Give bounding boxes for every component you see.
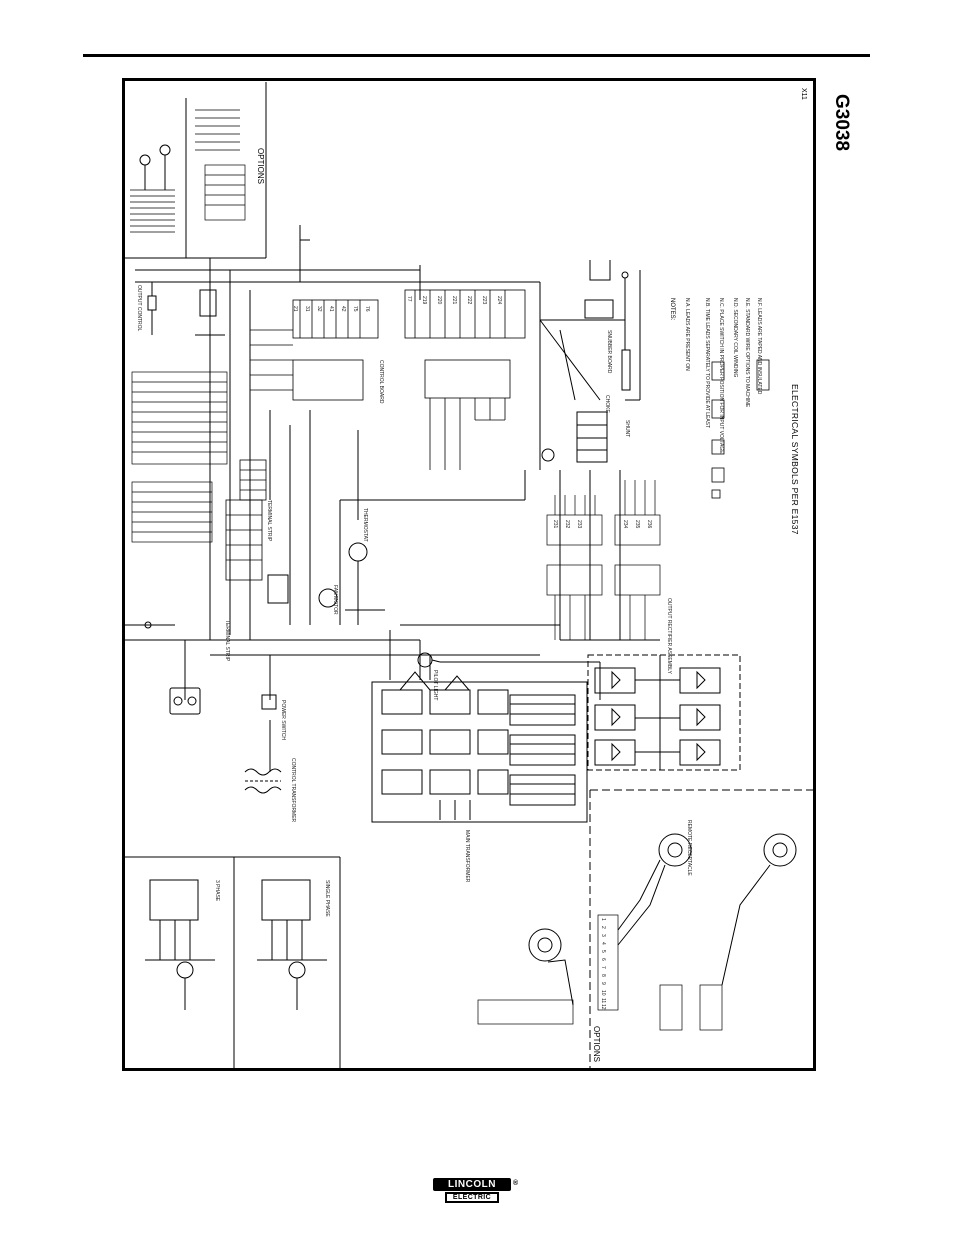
options-label-upper: OPTIONS: [256, 148, 265, 185]
label-output-control: OUTPUT CONTROL: [136, 285, 142, 332]
label-terminal-strip-2: TERMINAL STRIP: [224, 620, 230, 662]
wire-number: 219: [421, 296, 427, 305]
logo-line-electric: ELECTRIC: [445, 1192, 499, 1203]
wire-number: 236: [646, 520, 652, 529]
wire-number: 234: [622, 520, 628, 529]
wire-number: 222: [466, 296, 472, 305]
pin-number: 10: [600, 990, 606, 996]
wire-number: 41: [328, 306, 334, 312]
label-snubber-board: SNUBBER BOARD: [606, 330, 612, 374]
control-board: [250, 289, 526, 470]
wire-number: 223: [481, 296, 487, 305]
pin-number: 3: [600, 934, 606, 937]
terminal-strips: [225, 459, 267, 581]
logo-registered-mark: ®: [513, 1180, 519, 1187]
pin-number: 8: [600, 974, 606, 977]
label-shunt: SHUNT: [624, 420, 630, 438]
control-transformer: [244, 760, 282, 794]
note-b: N.B. TIME LEADS SEPARATELY TO PROVIDE AT…: [704, 298, 710, 429]
wire-number: 221: [451, 296, 457, 305]
upper-options-region: [125, 82, 267, 259]
wire-number: 224: [496, 296, 502, 305]
drawing-number: G3038: [831, 94, 852, 152]
wire-number: 32: [316, 306, 322, 312]
label-pilot-light: PILOT LIGHT: [432, 670, 438, 701]
pin-number: 6: [600, 958, 606, 961]
pin-number: 5: [600, 950, 606, 953]
electrical-symbols-note: ELECTRICAL SYMBOLS PER E1537: [790, 384, 800, 535]
lincoln-electric-logo: LINCOLN ® ELECTRIC: [433, 1178, 523, 1206]
label-terminal-strip: TERMINAL STRIP: [266, 500, 272, 542]
label-fan-motor: FAN MOTOR: [332, 585, 338, 615]
pin-number: 11: [600, 998, 606, 1004]
connector-keys: [711, 359, 770, 499]
wire-number: 77: [406, 296, 412, 302]
pin-number: 7: [600, 966, 606, 969]
wire-number: 233: [576, 520, 582, 529]
pilot-light: [417, 652, 441, 668]
wire-number: 42: [340, 306, 346, 312]
wire-number: 235: [634, 520, 640, 529]
label-control-transformer: CONTROL TRANSFORMER: [290, 758, 296, 823]
diagram-frame: [122, 78, 816, 1071]
label-power-switch: POWER SWITCH: [280, 700, 286, 740]
note-f: N.F. LEADS ARE TAPED AND INSULATED: [756, 298, 762, 395]
revision-code: X11: [800, 88, 807, 100]
output-rectifier: [587, 654, 741, 771]
lower-options-region: [477, 789, 814, 1068]
wire-number: 75: [352, 306, 358, 312]
notes-title: NOTES:: [669, 298, 675, 321]
wire-number: 31: [304, 306, 310, 312]
wire-number: 21: [292, 306, 298, 312]
power-switch: [125, 621, 277, 715]
label-three-phase: 3 PHASE: [214, 880, 220, 902]
options-label-lower: OPTIONS: [592, 1026, 601, 1063]
pin-number: 4: [600, 942, 606, 945]
wire-number: 231: [552, 520, 558, 529]
choke-shunt-snubber: [539, 260, 641, 463]
note-e: N.E. STANDARD WIRE OPTIONS TO MACHINE: [744, 298, 750, 408]
phase-options-region: [125, 856, 341, 1068]
note-a: N.A. LEADS ARE PRESENT ON: [684, 298, 690, 371]
harness-connectors: [546, 480, 661, 640]
fan-and-thermostat: [267, 542, 385, 625]
wire-number: 220: [436, 296, 442, 305]
label-output-rectifier: OUTPUT RECTIFIER ASSEMBLY: [666, 598, 672, 674]
label-single-phase: SINGLE PHASE: [324, 880, 330, 917]
label-main-transformer: MAIN TRANSFORMER: [464, 830, 470, 883]
label-control-board: CONTROL BOARD: [378, 360, 384, 404]
pin-number: 9: [600, 982, 606, 985]
pin-number: 12: [600, 1004, 606, 1010]
main-transformer: [371, 671, 588, 823]
main-wiring: [125, 225, 770, 823]
label-choke: CHOKE: [604, 395, 610, 413]
logo-line-lincoln: LINCOLN: [433, 1178, 511, 1191]
header-rule: [83, 54, 870, 57]
wire-number: 232: [564, 520, 570, 529]
pin-number: 2: [600, 926, 606, 929]
label-thermostat: THERMOSTAT: [362, 508, 368, 542]
output-control: [147, 282, 225, 336]
wire-number: 76: [364, 306, 370, 312]
note-c: N.C. PLACE SWITCH IN PROPER POSITION FOR…: [718, 298, 724, 454]
pin-number: 1: [600, 918, 606, 921]
note-d: N.D. SECONDARY COIL WINDING: [732, 298, 738, 378]
label-remote-receptacle: REMOTE RECEPTACLE: [686, 820, 692, 876]
